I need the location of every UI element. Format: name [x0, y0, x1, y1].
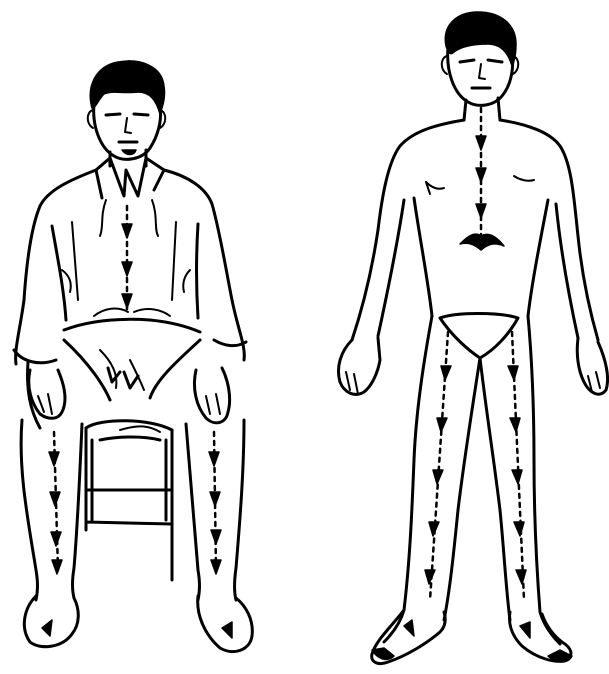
seated-man-hair	[90, 61, 164, 114]
standing-man-left-hand	[339, 338, 381, 394]
stool	[86, 421, 172, 580]
seated-man-right-shoe	[198, 596, 253, 652]
seated-man-right-hand	[194, 368, 229, 423]
standing-man-right-leg	[480, 316, 560, 644]
standing-man-torso	[352, 120, 598, 340]
seated-man-left-leg	[21, 420, 82, 600]
standing-man-left-leg	[384, 316, 480, 642]
seated-man-trousers	[28, 340, 201, 428]
standing-man-right-hand	[577, 338, 607, 394]
seated-man-figure	[14, 61, 252, 652]
standing-man-briefs	[440, 314, 518, 359]
seated-man-collar	[96, 158, 164, 196]
standing-man-hair	[445, 12, 516, 66]
standing-man-figure	[339, 12, 608, 664]
